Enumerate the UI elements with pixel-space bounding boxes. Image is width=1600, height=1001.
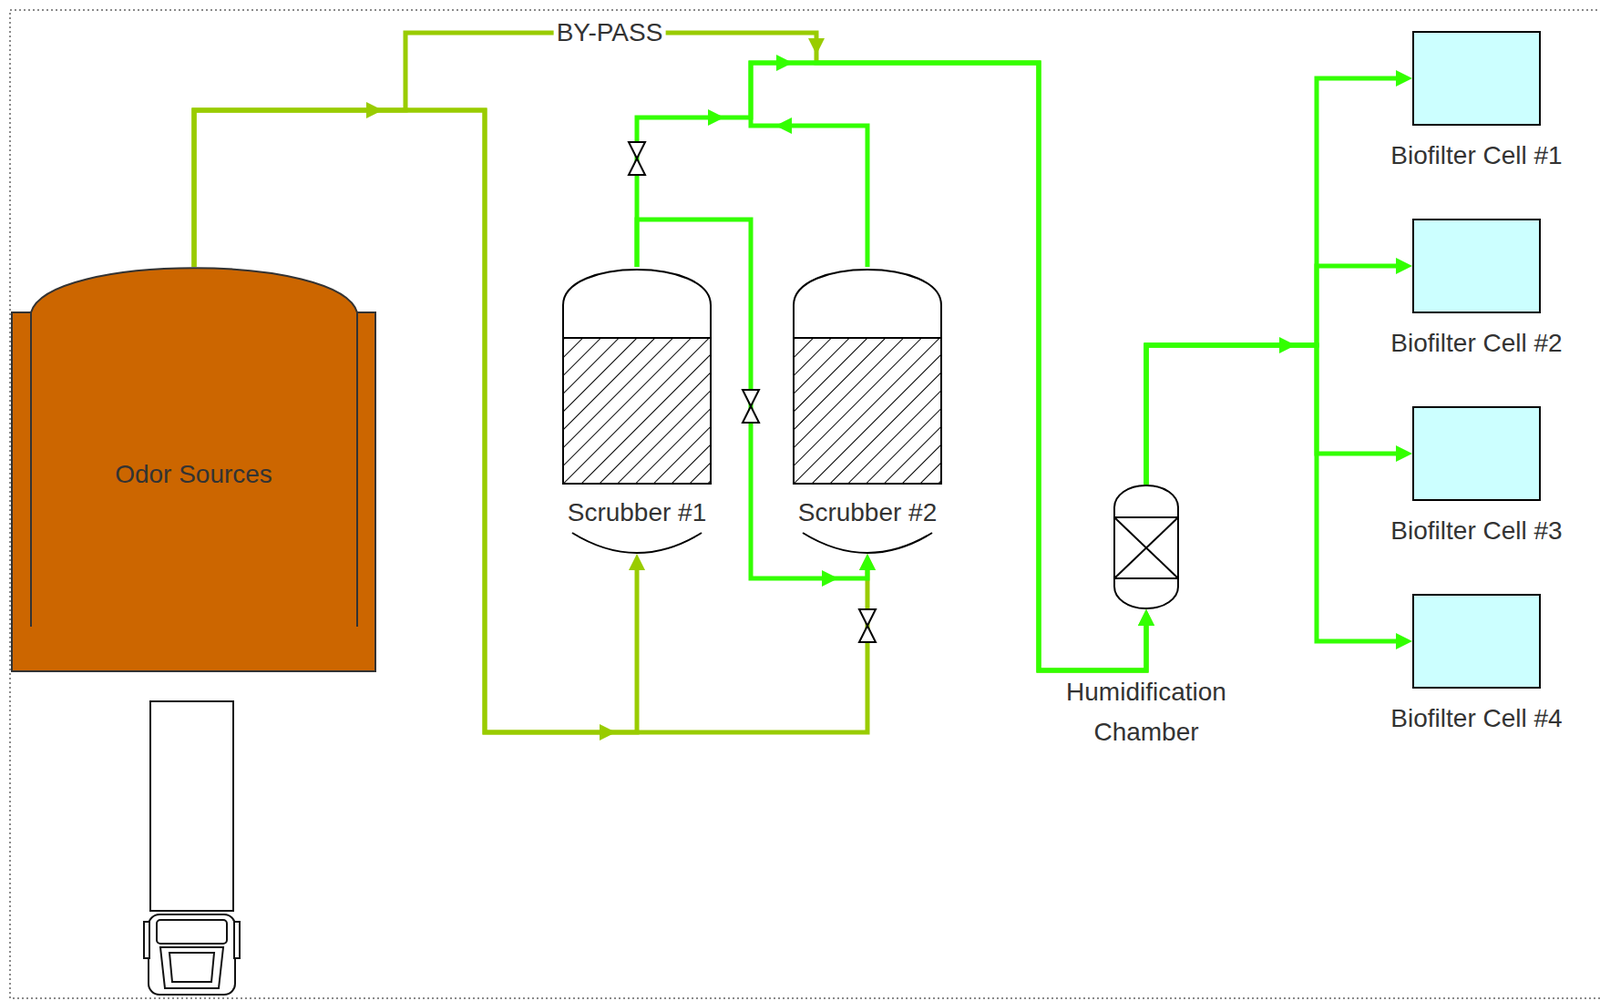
duct-line xyxy=(1146,345,1402,642)
truck-illustration xyxy=(143,701,240,995)
duct-line xyxy=(636,62,1147,671)
node-label: Scrubber #2 xyxy=(738,497,996,529)
arrowhead xyxy=(1138,609,1155,626)
arrowhead xyxy=(1138,609,1155,626)
flow-arrows xyxy=(366,38,1296,741)
duct-connector xyxy=(1146,70,1413,485)
duct-line xyxy=(1146,78,1402,485)
flow-arrow xyxy=(366,102,383,119)
duct-connector xyxy=(1146,345,1413,650)
flow-arrow xyxy=(599,724,616,741)
flow-arrow xyxy=(1279,337,1296,354)
humidifier-vessel: Humidification Chamber xyxy=(1113,484,1180,610)
node-label: Scrubber #1 xyxy=(508,497,766,529)
node-outline xyxy=(1113,484,1180,610)
valve-symbol xyxy=(742,389,759,423)
arrowhead xyxy=(1395,257,1413,275)
arrowhead xyxy=(1395,445,1413,462)
node-outline xyxy=(1412,218,1541,314)
node-outline xyxy=(1412,594,1541,689)
flow-arrow xyxy=(775,117,792,134)
node-label: Humidification Chamber xyxy=(1022,672,1271,753)
biofilter-cell: Biofilter Cell #1 xyxy=(1412,30,1541,126)
flow-arrow xyxy=(707,109,725,126)
arrowhead xyxy=(859,553,876,571)
node-label: Biofilter Cell #1 xyxy=(1348,140,1600,172)
arrowhead xyxy=(1395,633,1413,650)
node-outline xyxy=(1412,406,1541,502)
valve-symbol xyxy=(628,142,646,175)
duct-connector xyxy=(636,62,1155,671)
odor-source-tank: Odor Sources xyxy=(11,266,376,672)
node-label: Odor Sources xyxy=(11,459,376,491)
node-label: Biofilter Cell #3 xyxy=(1348,515,1600,547)
frame xyxy=(10,10,1600,999)
duct-line xyxy=(750,62,1147,671)
duct-line xyxy=(1146,266,1402,485)
arrowhead xyxy=(1395,70,1413,87)
node-label: Biofilter Cell #4 xyxy=(1348,703,1600,735)
flow-arrow xyxy=(776,54,793,72)
biofilter-cell: Biofilter Cell #2 xyxy=(1412,218,1541,314)
scrubber-vessel: Scrubber #1 xyxy=(563,266,711,554)
scrubber-vessel: Scrubber #2 xyxy=(793,266,942,554)
duct-line xyxy=(1146,345,1402,485)
biofilter-cell: Biofilter Cell #4 xyxy=(1412,594,1541,689)
node-outline xyxy=(1412,30,1541,126)
valve-symbol xyxy=(859,609,876,643)
arrowhead xyxy=(859,553,876,571)
flow-arrow xyxy=(821,570,839,587)
duct-connector xyxy=(1146,257,1413,485)
node-label: Biofilter Cell #2 xyxy=(1348,328,1600,359)
duct-connector xyxy=(1146,345,1413,485)
arrowhead xyxy=(628,553,646,571)
biofilter-cell: Biofilter Cell #3 xyxy=(1412,406,1541,502)
flow-arrow xyxy=(808,38,825,55)
edge-label: BY-PASS xyxy=(553,18,667,48)
arrowhead xyxy=(1138,609,1155,626)
duct-connector xyxy=(750,62,1155,671)
